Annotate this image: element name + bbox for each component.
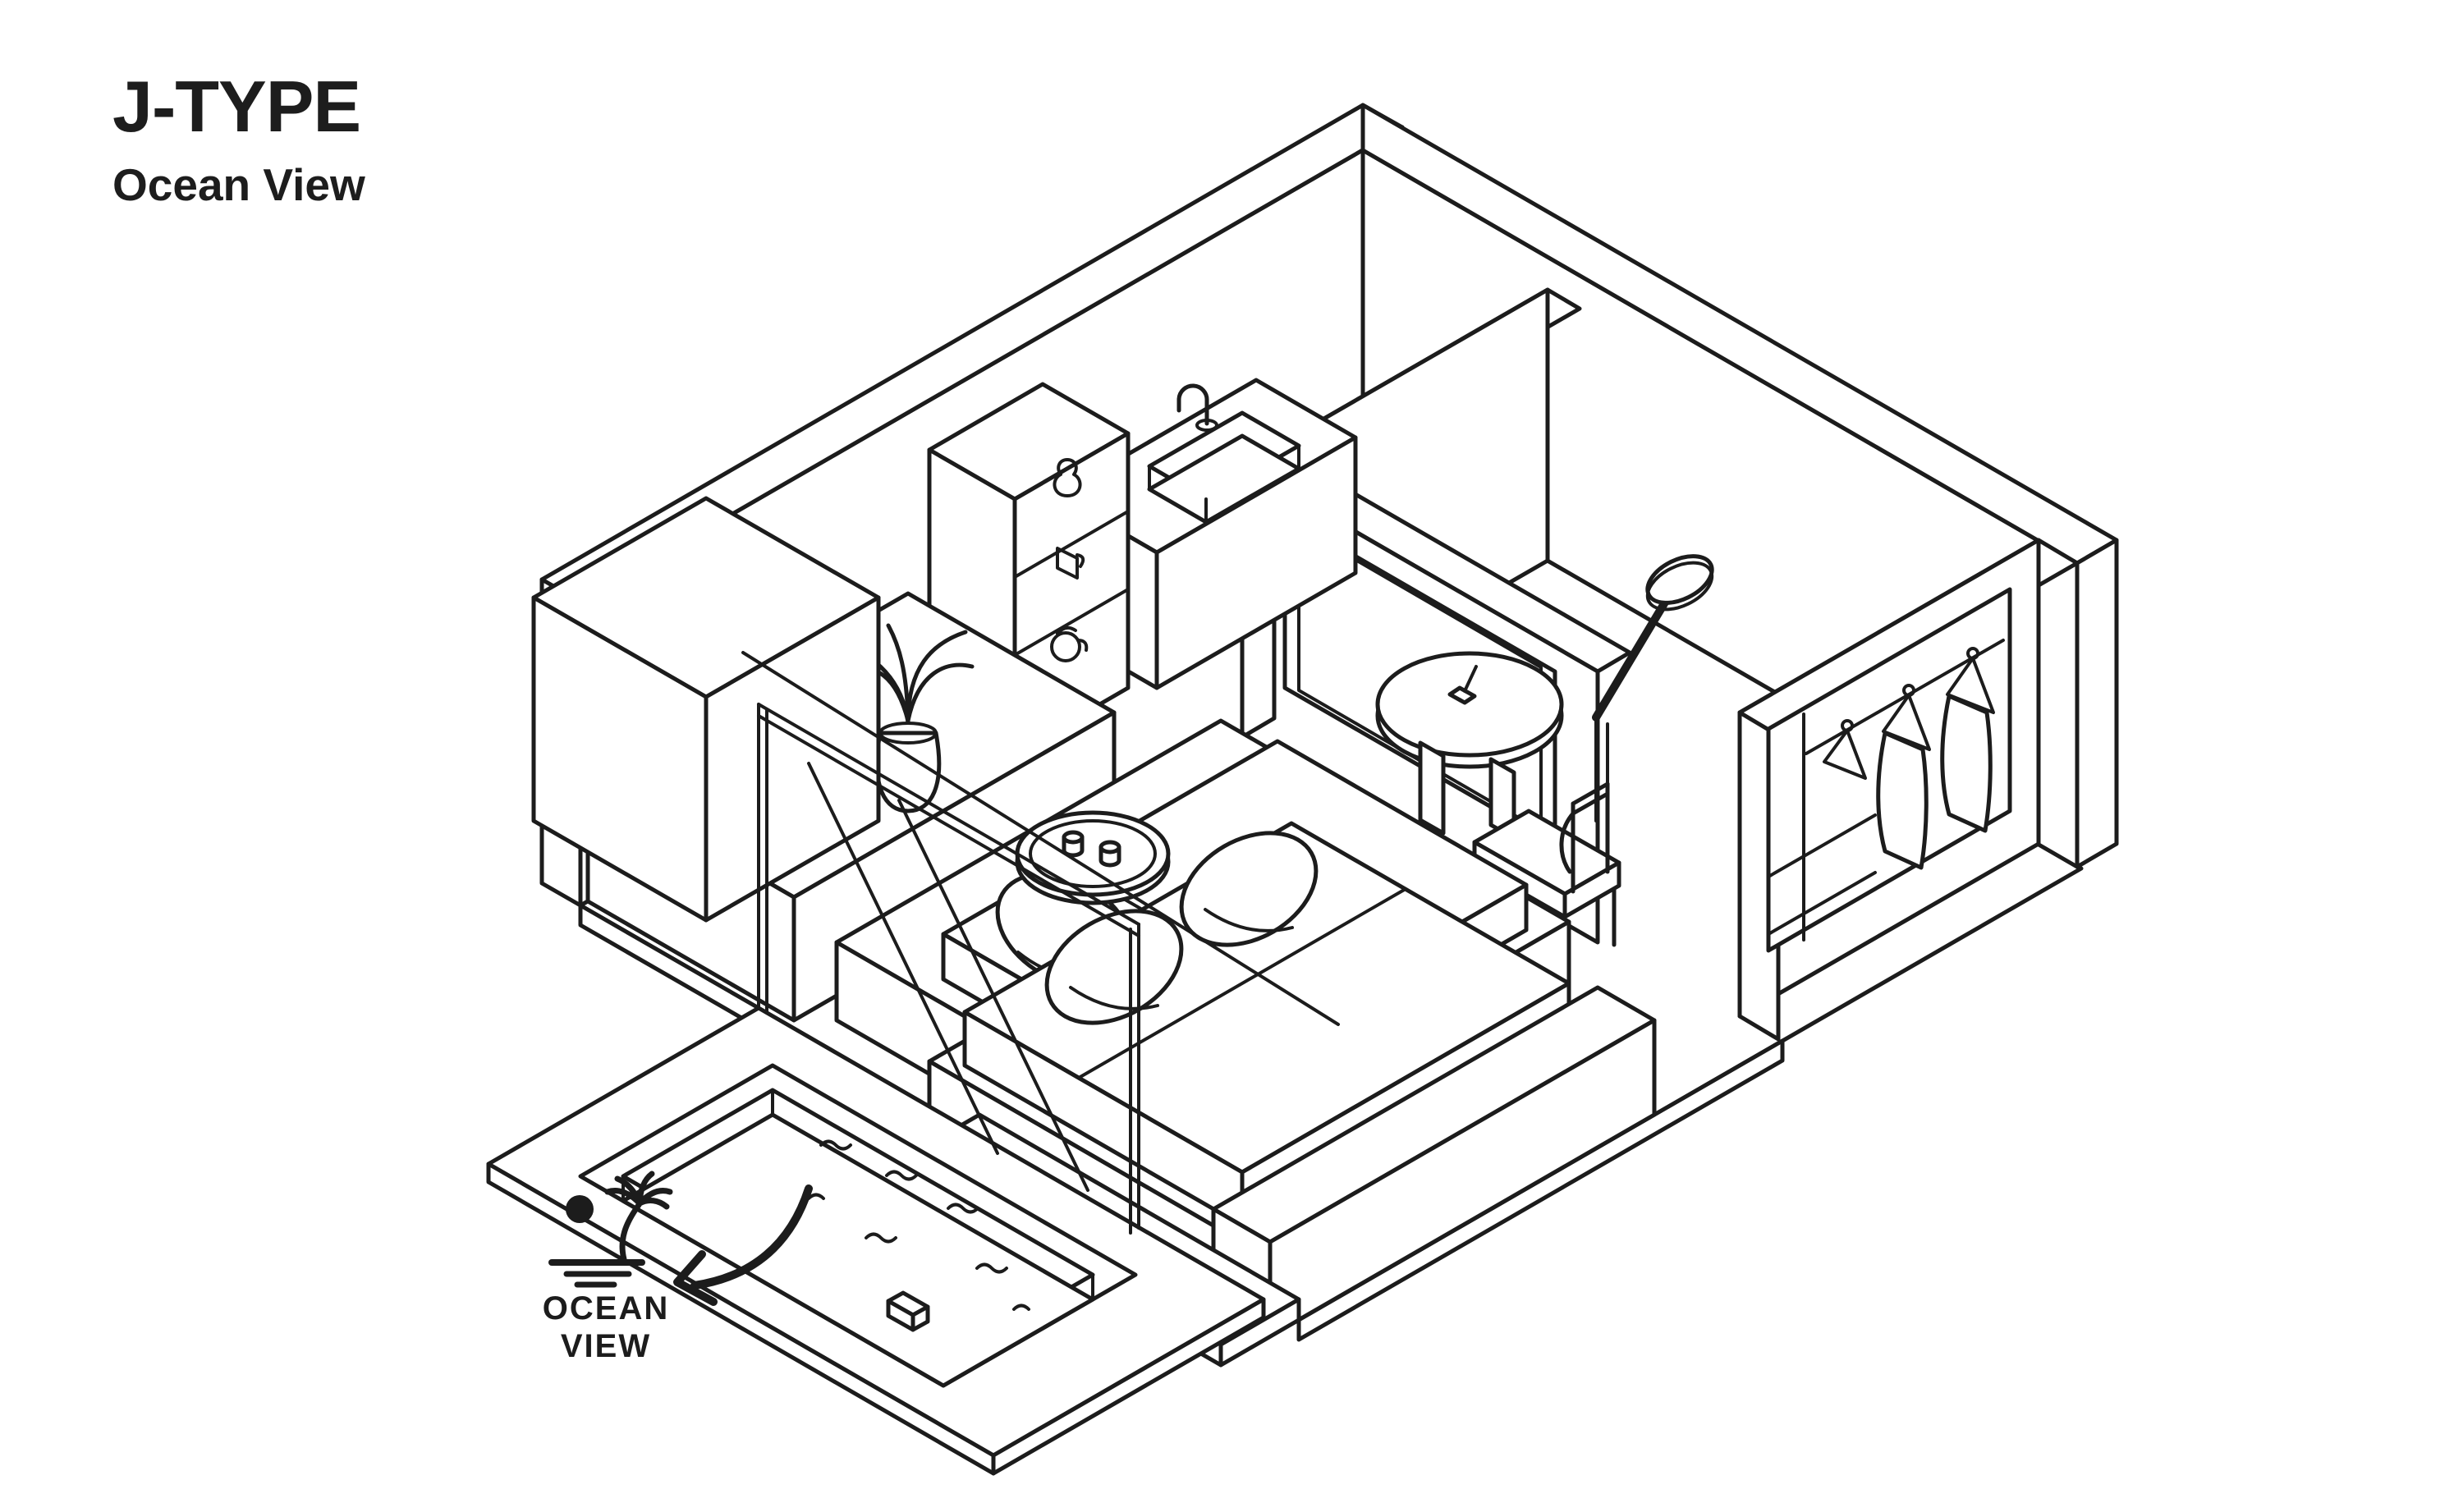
ocean-view-label-line2: VIEW <box>561 1328 651 1364</box>
wardrobe-shelf <box>1767 871 1877 936</box>
hanger-icon <box>1876 684 1931 870</box>
hanger-icon <box>1823 719 1867 780</box>
page-title: J-TYPE <box>112 66 361 147</box>
vase-icon <box>1053 458 1082 497</box>
incense-icon <box>1447 665 1478 705</box>
sheet-fold <box>1077 887 1407 1079</box>
pool-tray <box>886 1290 930 1332</box>
side-table <box>1375 651 1564 841</box>
kettle-icon <box>1050 625 1089 662</box>
faucet-icon <box>1176 383 1218 432</box>
curved-arrow-icon <box>673 1184 813 1306</box>
terrace <box>486 1006 1266 1476</box>
wardrobe-shelf <box>1767 813 1877 878</box>
glass-glint <box>897 799 1089 1192</box>
page-subtitle: Ocean View <box>112 159 365 210</box>
round-tray <box>1015 810 1171 905</box>
cup-icon <box>1062 830 1085 858</box>
plunge-pool <box>578 1063 1138 1388</box>
wardrobe-wall <box>1737 538 2080 1042</box>
hanger-icon <box>1940 647 1995 833</box>
ocean-view-label-line1: OCEAN <box>543 1290 669 1326</box>
cup-icon <box>1098 840 1121 868</box>
pillow <box>1179 831 1319 947</box>
palm-tree-icon <box>604 1171 673 1262</box>
glass-glint <box>807 762 999 1155</box>
ocean-view-annotation: OCEAN VIEW <box>543 1171 813 1364</box>
sun-palm-ocean-icon <box>548 1171 673 1288</box>
left-wall-block <box>531 496 881 923</box>
sink <box>1147 410 1301 525</box>
waves-icon <box>548 1259 645 1288</box>
sun-icon <box>566 1195 594 1223</box>
cup-icon <box>1056 547 1085 580</box>
glass-pane-edge <box>741 651 1340 1026</box>
glass-window <box>741 651 1340 1235</box>
